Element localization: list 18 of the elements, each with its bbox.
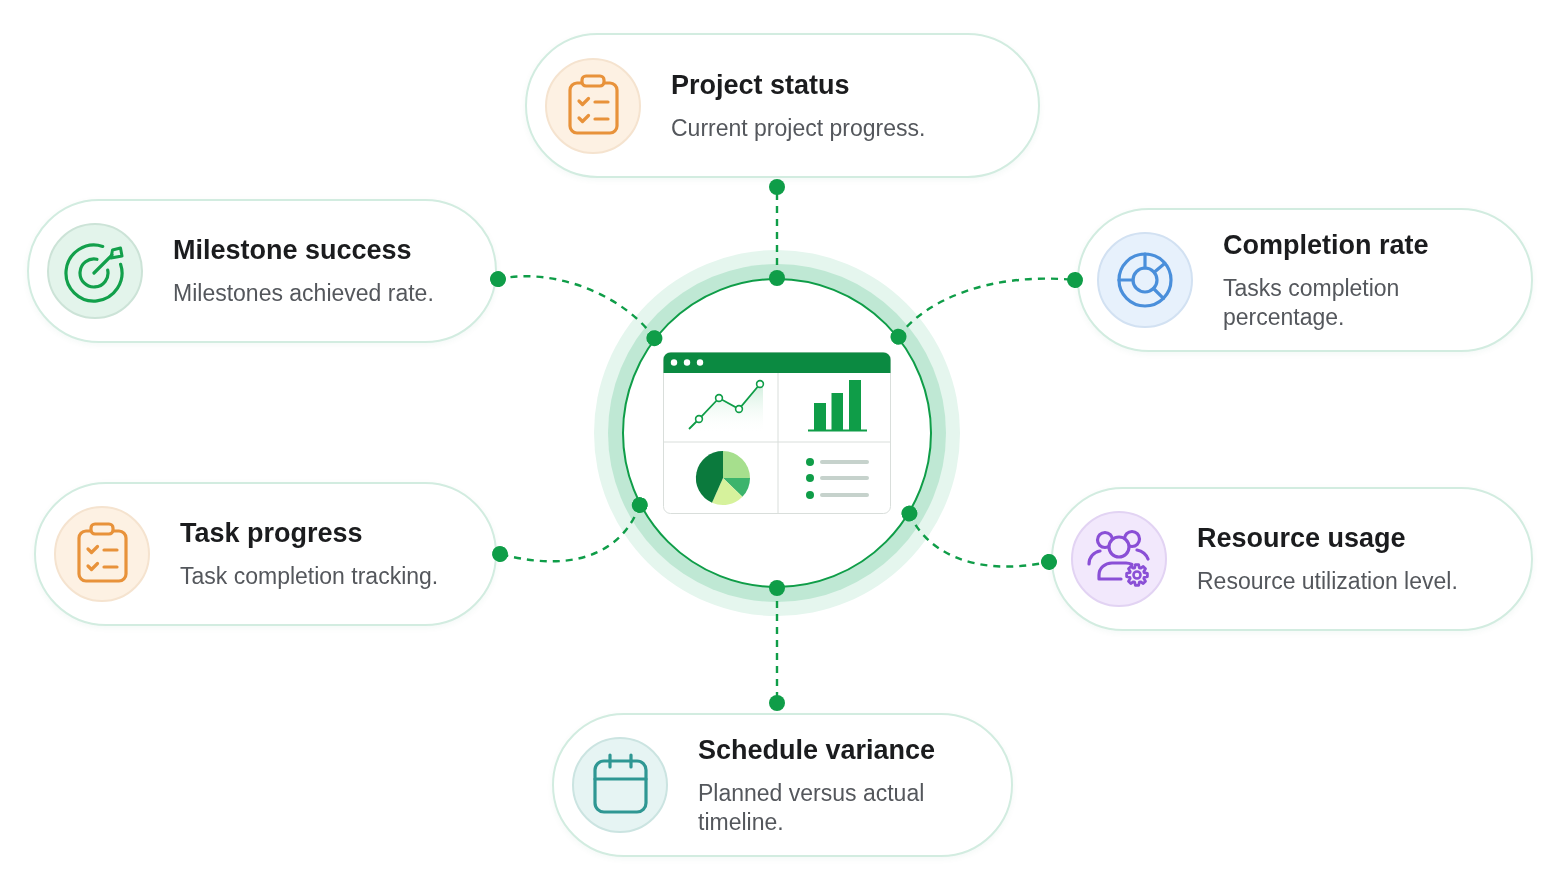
dashed-connector xyxy=(492,497,648,563)
card-title: Milestone success xyxy=(173,234,412,266)
card-description: Current project progress. xyxy=(671,113,926,143)
card-title: Task progress xyxy=(180,517,363,549)
card-title: Schedule variance xyxy=(698,733,936,766)
card-title: Resource usage xyxy=(1197,522,1406,554)
dashed-connector xyxy=(769,179,785,286)
card-description: Tasks completion percentage. xyxy=(1223,273,1401,332)
dashed-connector xyxy=(890,272,1083,345)
dashed-connector xyxy=(901,505,1057,570)
card-title: Completion rate xyxy=(1223,228,1429,261)
dashed-connector xyxy=(490,271,663,347)
card-description: Resource utilization level. xyxy=(1197,567,1458,596)
card-title: Project status xyxy=(671,68,850,101)
card-description: Milestones achieved rate. xyxy=(173,279,434,308)
dashed-connector xyxy=(769,580,785,711)
card-description: Task completion tracking. xyxy=(180,562,439,591)
card-description: Planned versus actual timeline. xyxy=(698,778,926,837)
